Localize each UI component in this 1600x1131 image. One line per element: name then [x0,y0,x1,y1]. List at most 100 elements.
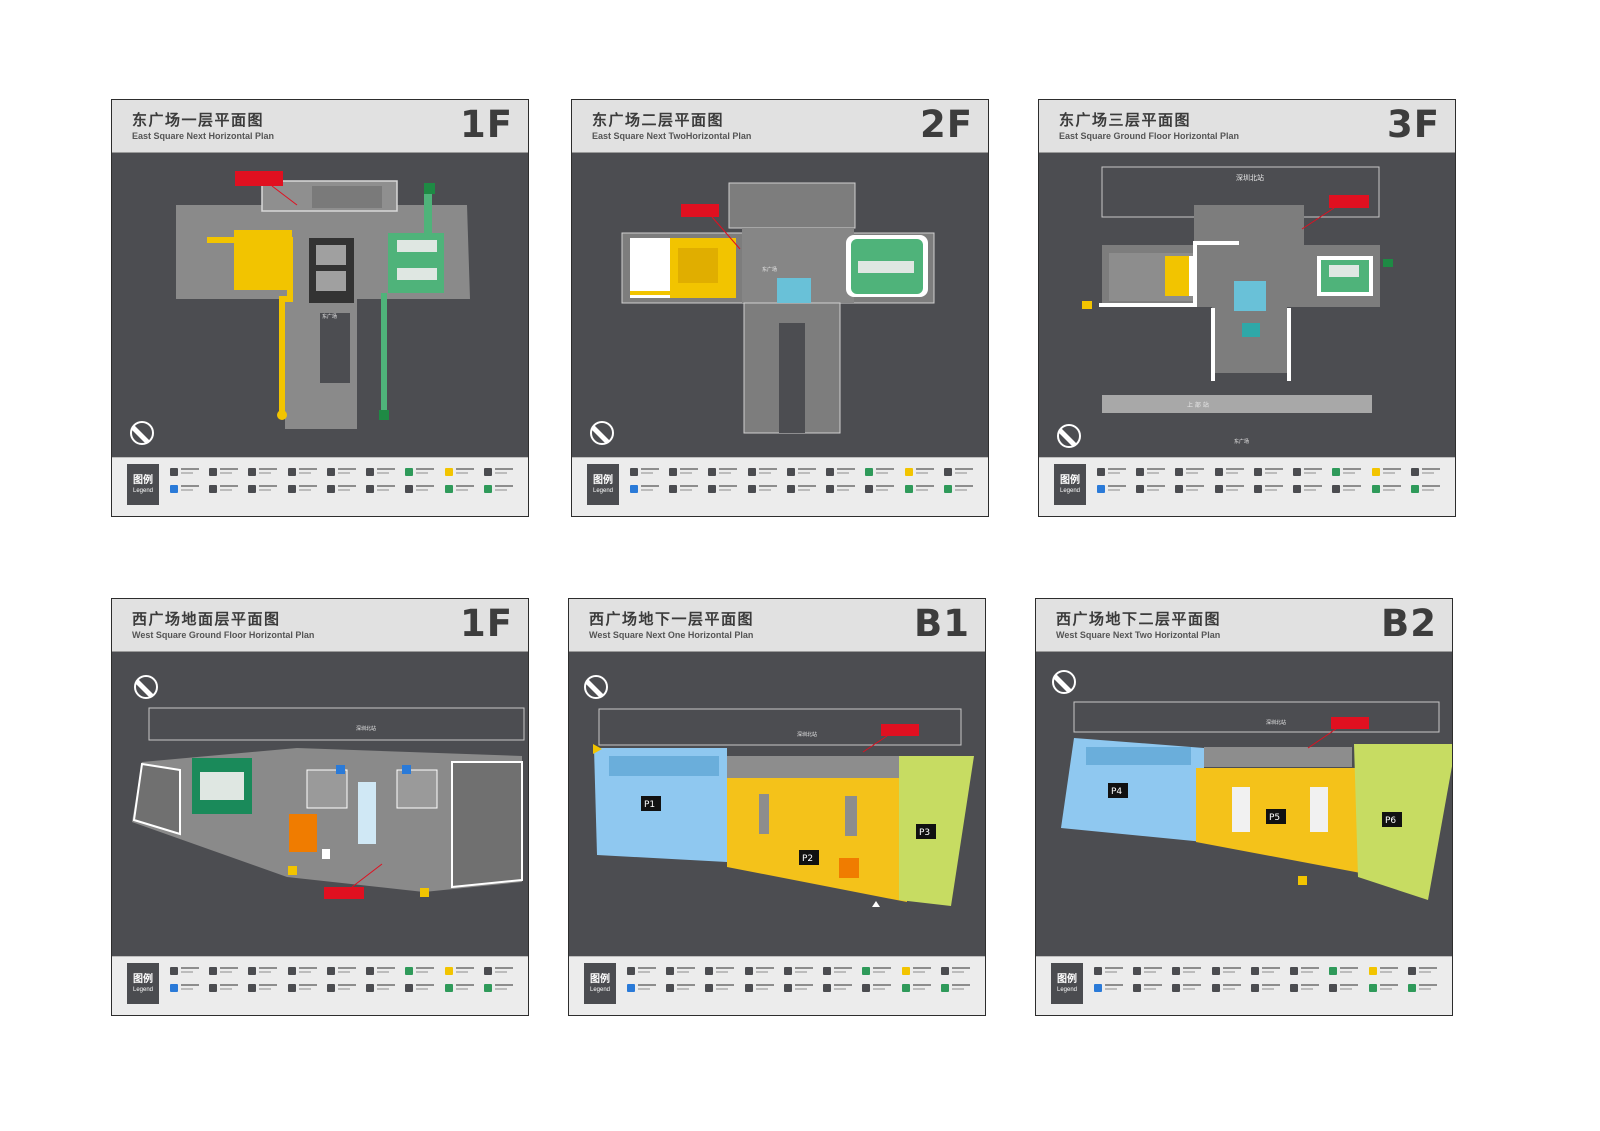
legend-label-placeholder [455,485,474,493]
legend-symbol-icon [630,468,638,476]
floor-plan-panel-west-1f: 西广场地面层平面图 West Square Ground Floor Horiz… [111,598,529,1016]
legend-symbol-icon [940,984,949,992]
legend-item [826,485,862,502]
legend-items [170,468,520,510]
floor-label: 3F [1386,103,1440,146]
legend-label-placeholder [259,967,278,975]
legend-item [1136,468,1172,485]
panel-title: 西广场地下二层平面图 [1056,610,1222,628]
legend-item [1293,485,1329,502]
floor-plan-panel-east-1f: 东广场一层平面图 East Square Next Horizontal Pla… [111,99,529,517]
legend-item [1211,984,1248,1001]
taxi-icon [288,866,297,875]
legend-symbol-icon [708,485,717,493]
legend-label-placeholder [1382,468,1401,476]
legend-label-placeholder [951,984,970,992]
legend-symbol-icon [1293,468,1302,476]
panel-subtitle: West Square Next One Horizontal Plan [589,630,754,640]
legend-symbol-icon [248,468,257,476]
legend-label-placeholder [1225,485,1244,493]
floor-map-west-b1: 深圳北站 P1 P2 P3 [593,708,974,907]
legend-symbol-icon [1172,967,1181,975]
station-label: 深圳北站 [797,731,817,738]
legend-label-placeholder [719,468,738,476]
legend-label-placeholder [455,984,474,992]
legend-item [862,967,898,984]
legend-symbol-icon [1094,967,1102,975]
legend-symbol-icon [826,485,835,493]
legend-item [1371,485,1408,502]
legend-item [405,967,441,984]
legend-item [823,967,859,984]
legend-symbol-icon [666,984,675,992]
legend-symbol-icon [1133,967,1142,975]
legend-item [630,485,666,502]
legend-label-placeholder [181,984,199,992]
legend-symbol-icon [783,984,792,992]
legend-item [783,984,820,1001]
legend-symbol-icon [209,984,218,992]
legend-item [708,485,744,502]
legend-label-placeholder [377,468,396,476]
legend-subtitle: Legend [132,987,154,993]
legend-symbol-icon [1407,984,1416,992]
legend-symbol-icon [248,967,257,975]
legend-item [444,967,481,984]
floor-map-west-b2: 深圳北站 P4 P5 P6 [1061,701,1452,900]
legend-symbol-icon [1410,485,1419,493]
you-are-here-marker [681,204,741,250]
legend-label-placeholder [1343,468,1362,476]
parking-label: P2 [802,854,813,864]
legend-item [209,967,245,984]
legend-item [1293,468,1329,485]
panel-subtitle: West Square Next Two Horizontal Plan [1056,630,1221,640]
legend-title: 图例 [133,974,153,985]
legend-item [326,485,363,502]
legend-item [1368,967,1405,984]
exit-arrow-icon [872,901,880,907]
bus-icon [424,183,435,194]
legend-item [326,468,363,485]
legend-item [786,468,823,485]
legend-symbol-icon [1211,967,1220,975]
legend-symbol-icon [904,468,913,476]
legend-item [1368,984,1405,1001]
legend-symbol-icon [708,468,717,476]
legend-symbol-icon [705,967,714,975]
legend-item [1250,984,1287,1001]
parking-label: P1 [644,800,655,810]
legend-item [1290,984,1326,1001]
legend-symbol-icon [483,984,492,992]
legend-item [170,967,206,984]
legend-label-placeholder [416,967,435,975]
legend-item [744,967,781,984]
legend: 图例 Legend [1036,956,1452,1015]
legend-symbol-icon [209,485,218,493]
legend-symbol-icon [1214,468,1223,476]
you-are-here-marker [235,171,298,206]
legend-badge: 图例 Legend [127,963,159,1004]
legend-label-placeholder [680,485,699,493]
legend-symbol-icon [366,485,375,493]
legend-symbol-icon [444,984,453,992]
compass-icon [130,421,154,445]
panel-subtitle: East Square Ground Floor Horizontal Plan [1059,131,1240,141]
compass-icon [134,675,158,699]
panel-header: 西广场地下一层平面图 West Square Next One Horizont… [569,599,985,652]
legend-item [943,468,980,485]
area-label: 上 部 站 [1187,401,1209,409]
legend-label-placeholder [259,485,278,493]
area-label: 东广场 [1234,438,1249,445]
panel-subtitle: East Square Next Horizontal Plan [132,131,275,141]
floor-map: 深圳北站 上 部 站 东广场 [1039,153,1455,460]
legend-item [783,967,820,984]
legend-symbol-icon [287,468,296,476]
legend-label-placeholder [1261,984,1280,992]
legend-item [744,984,781,1001]
legend-items [1097,468,1447,510]
legend-item [865,468,901,485]
legend-item [1214,485,1251,502]
legend-label-placeholder [259,468,278,476]
legend-item [248,967,284,984]
legend-label-placeholder [298,967,317,975]
